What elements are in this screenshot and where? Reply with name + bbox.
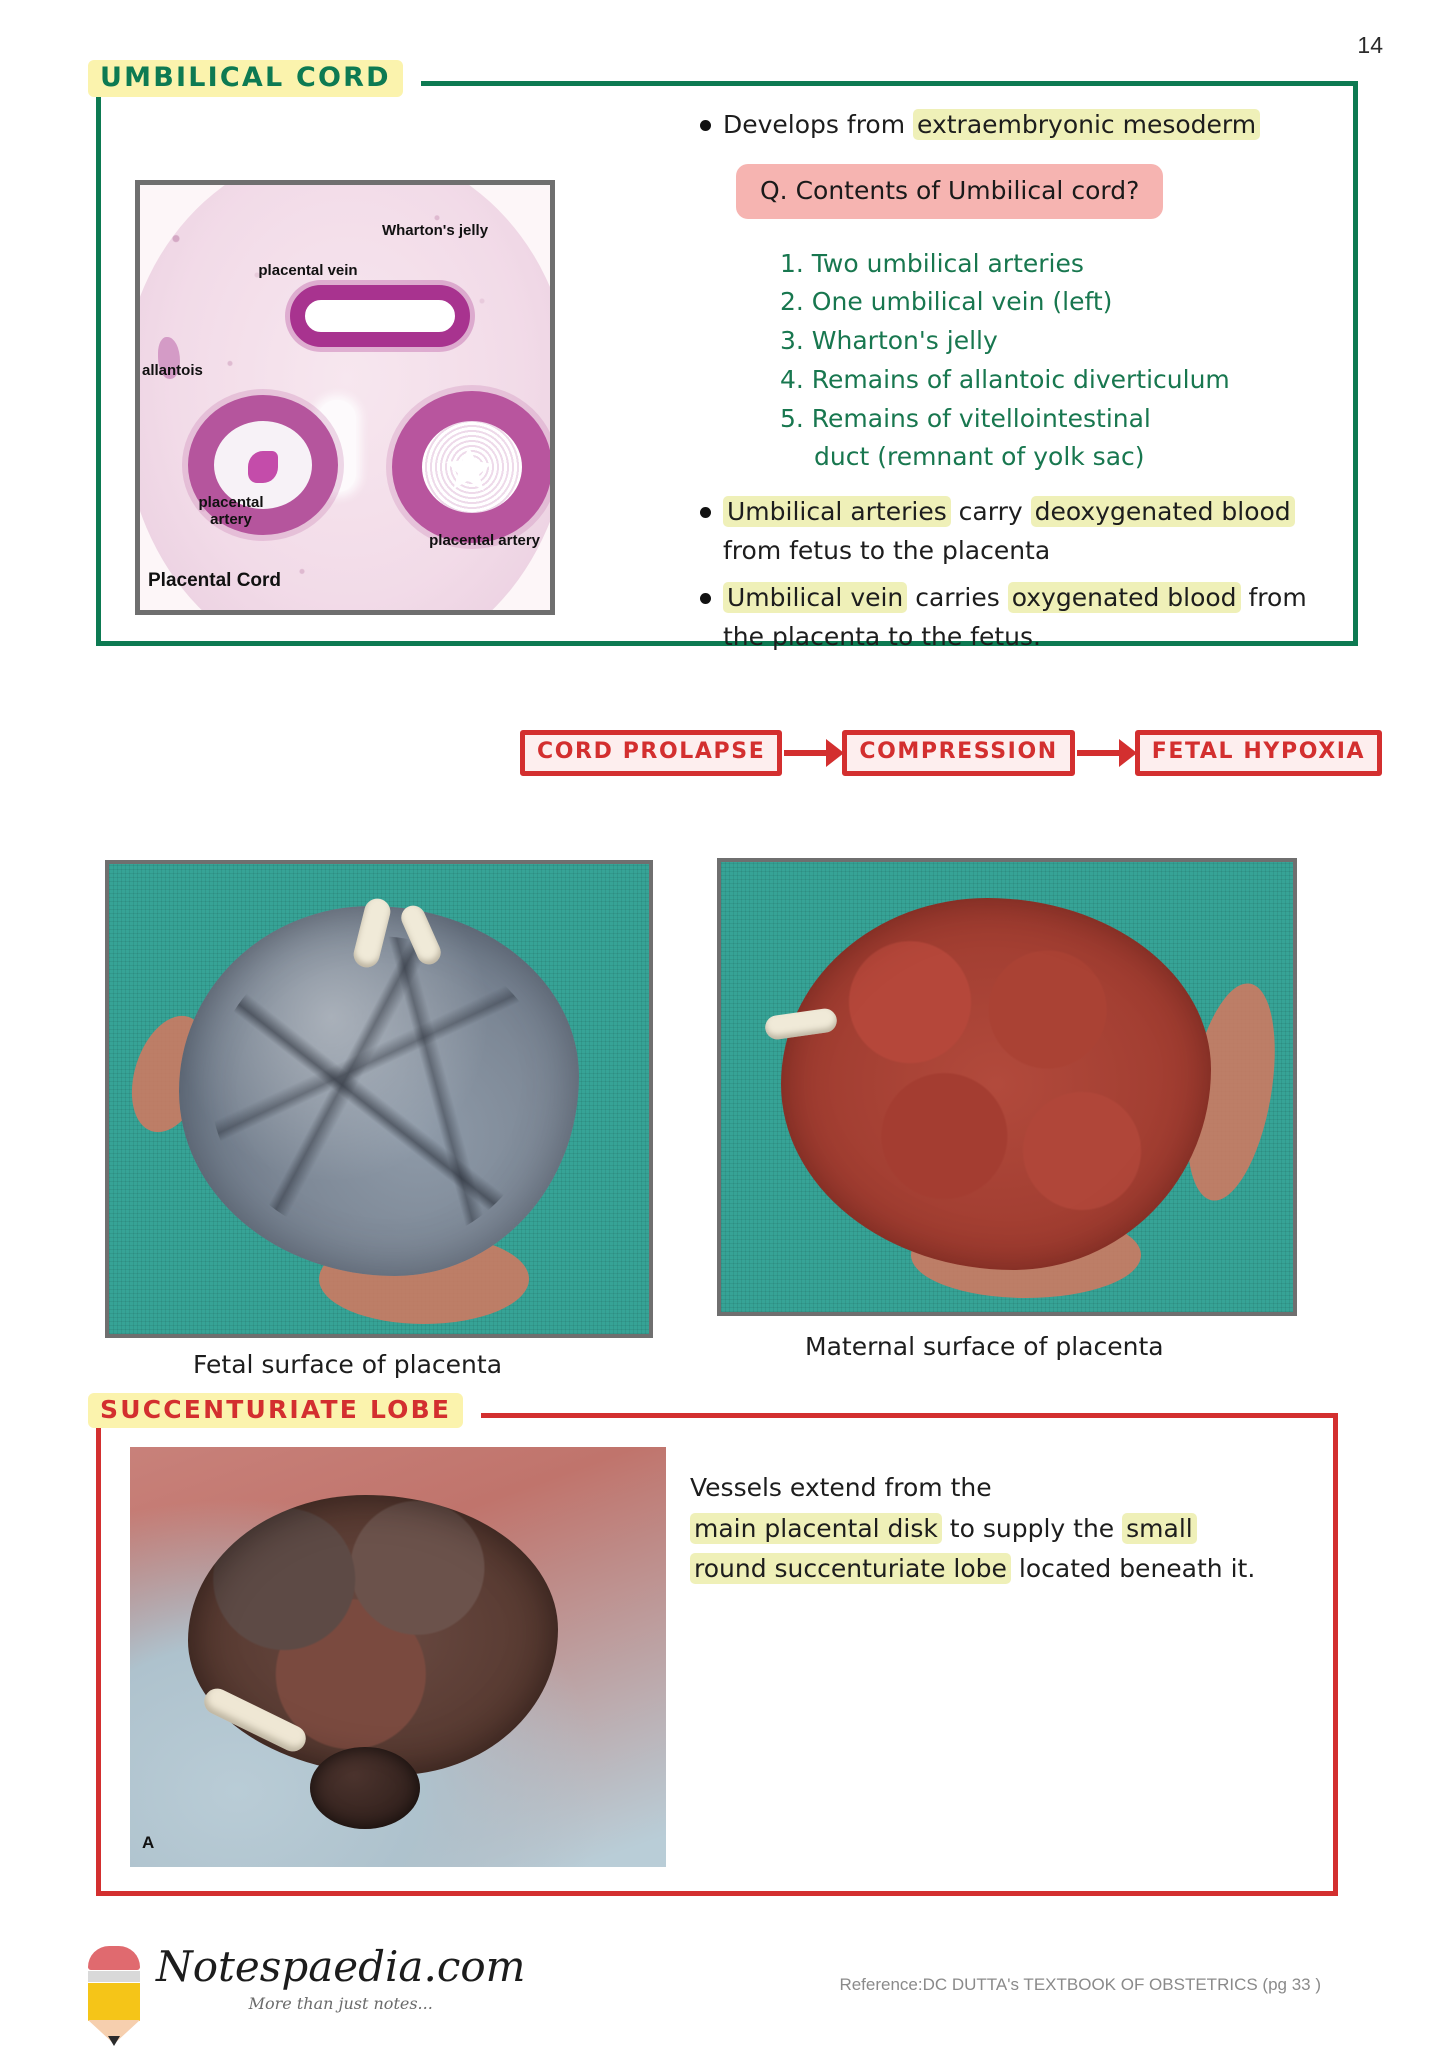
arteries-mid: carry — [950, 497, 1031, 526]
notespaedia-logo: Notespaedia.com More than just notes... — [88, 1942, 526, 2046]
develops-highlight: extraembryonic mesoderm — [913, 109, 1261, 140]
flow-arrow-icon — [784, 739, 845, 767]
flow-step-cord-prolapse: CORD PROLAPSE — [520, 730, 783, 776]
succenturiate-lobe — [310, 1747, 420, 1829]
vein-tail: from — [1240, 583, 1307, 612]
flow-arrow-icon — [1076, 739, 1137, 767]
bullet-arteries-text: Umbilical arteries carry deoxygenated bl… — [723, 495, 1295, 529]
arteries-highlight: Umbilical arteries — [723, 496, 951, 527]
bullet-dot-icon — [700, 120, 711, 131]
label-placental-artery-left: placental artery — [198, 494, 264, 528]
arteries-second-line: from fetus to the placenta — [723, 535, 1051, 565]
list-item: 3. Wharton's jelly — [780, 326, 998, 355]
title-gap-spacer — [463, 1390, 482, 1430]
oxygenated-highlight: oxygenated blood — [1007, 582, 1241, 613]
succenturiate-title-group: SUCCENTURIATE LOBE — [88, 1390, 482, 1430]
bullet-dot-icon — [700, 593, 711, 604]
bullet-umbilical-vein: Umbilical vein carries oxygenated blood … — [700, 581, 1348, 615]
maternal-surface-caption: Maternal surface of placenta — [805, 1332, 1164, 1361]
allantois-remnant — [158, 337, 180, 379]
flow-step-compression: COMPRESSION — [842, 730, 1075, 776]
succenturiate-description: Vessels extend from the main placental d… — [690, 1468, 1310, 1590]
question-box: Q. Contents of Umbilical cord? — [736, 163, 1164, 219]
round-succenturiate-lobe-highlight: round succenturiate lobe — [690, 1553, 1011, 1584]
umbilical-cord-title-group: UMBILICAL CORD — [88, 58, 421, 98]
bullet-develops-text: Develops from extraembryonic mesoderm — [723, 108, 1261, 142]
bullet-develops-from: Develops from extraembryonic mesoderm — [700, 108, 1348, 142]
succenturiate-lobe-section — [96, 1413, 1338, 1896]
pencil-icon — [88, 1946, 140, 2046]
succenturiate-line-3-tail: located beneath it. — [1010, 1554, 1256, 1583]
pencil-ferrule-part — [88, 1971, 140, 1982]
brand-tagline: More than just notes... — [248, 1994, 433, 2013]
umbilical-cord-histology-figure: Wharton's jelly placental vein allantois… — [135, 180, 555, 615]
cord-prolapse-flowchart: CORD PROLAPSE COMPRESSION FETAL HYPOXIA — [520, 730, 1383, 776]
develops-prefix: Develops from — [723, 110, 914, 139]
pencil-lead-tip — [108, 2036, 120, 2046]
placenta-fetal-surface — [179, 906, 579, 1276]
label-allantois: allantois — [142, 362, 203, 379]
pencil-body-part — [88, 1983, 140, 2021]
succenturiate-line-2: main placental disk to supply the small — [690, 1509, 1310, 1550]
label-whartons-jelly: Wharton's jelly — [381, 222, 489, 239]
umbilical-cord-notes-column: Develops from extraembryonic mesoderm Q.… — [700, 108, 1348, 653]
label-placental-vein: placental vein — [258, 262, 358, 279]
succenturiate-line-3: round succenturiate lobe located beneath… — [690, 1549, 1310, 1590]
small-highlight: small — [1122, 1512, 1197, 1544]
fetal-surface-caption: Fetal surface of placenta — [193, 1350, 503, 1379]
maternal-surface-photo — [717, 858, 1297, 1316]
bullet-vein-text: Umbilical vein carries oxygenated blood … — [723, 581, 1307, 615]
title-gap-spacer — [402, 58, 421, 98]
fetal-surface-photo — [105, 860, 653, 1338]
label-placental-artery-right: placental artery — [429, 532, 540, 549]
brand-text-group: Notespaedia.com More than just notes... — [156, 1942, 526, 2014]
placental-artery-right-lumen — [392, 391, 550, 543]
deoxygenated-highlight: deoxygenated blood — [1030, 496, 1295, 527]
list-item: 1. Two umbilical arteries — [780, 248, 1084, 278]
umbilical-cord-title: UMBILICAL CORD — [88, 59, 403, 97]
list-item-continuation: duct (remnant of yolk sac) — [814, 442, 1145, 472]
main-placental-disk-highlight: main placental disk — [690, 1512, 942, 1544]
succenturiate-lobe-photo: A — [130, 1447, 666, 1867]
placenta-maternal-surface — [781, 898, 1211, 1270]
cord-contents-list: 1. Two umbilical arteries 2. One umbilic… — [780, 245, 1348, 478]
photo-panel-label: A — [142, 1833, 155, 1852]
list-item: 2. One umbilical vein (left) — [780, 287, 1113, 317]
vein-second-line: the placenta to the fetus. — [723, 621, 1041, 651]
flow-step-fetal-hypoxia: FETAL HYPOXIA — [1134, 730, 1383, 776]
umbilical-cord-section — [96, 81, 1358, 646]
list-item: 5. Remains of vitellointestinal — [780, 403, 1151, 433]
vein-highlight: Umbilical vein — [723, 582, 908, 613]
blood-flow-bullets: Umbilical arteries carry deoxygenated bl… — [700, 495, 1348, 653]
succenturiate-line-2-mid: to supply the — [941, 1513, 1123, 1543]
brand-name: Notespaedia.com — [156, 1942, 526, 1991]
list-item: 4. Remains of allantoic diverticulum — [780, 364, 1230, 394]
reference-text: Reference:DC DUTTA's TEXTBOOK OF OBSTETR… — [839, 1975, 1321, 1994]
vein-mid: carries — [907, 583, 1008, 612]
succenturiate-line-1: Vessels extend from the — [690, 1473, 992, 1502]
succenturiate-lobe-title: SUCCENTURIATE LOBE — [88, 1392, 464, 1428]
placental-vein-lumen — [290, 285, 470, 347]
page-number: 14 — [1357, 32, 1383, 58]
pencil-eraser-part — [88, 1946, 140, 1970]
bullet-dot-icon — [700, 507, 711, 518]
bullet-umbilical-arteries: Umbilical arteries carry deoxygenated bl… — [700, 495, 1348, 529]
label-placental-cord: Placental Cord — [148, 570, 282, 591]
